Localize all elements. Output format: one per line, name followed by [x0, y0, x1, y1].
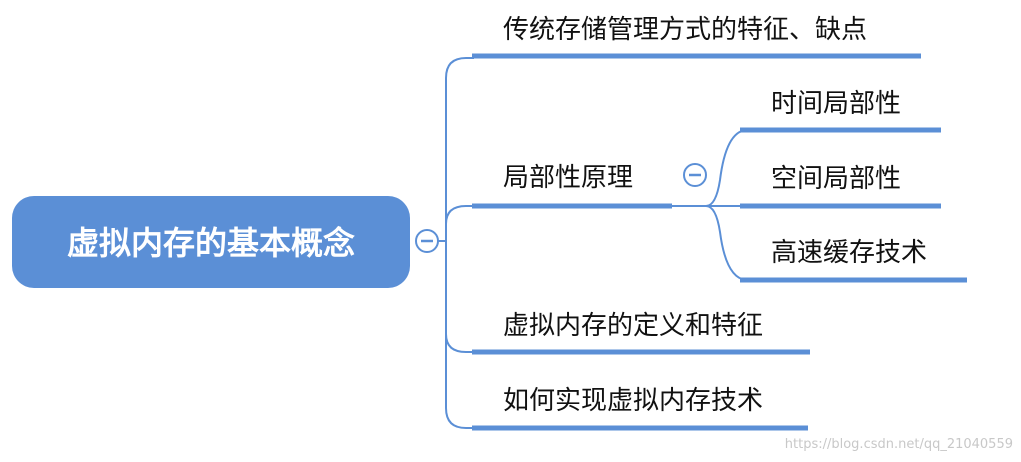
connector-branch-3 [445, 241, 474, 353]
sub-branch-label-temporal-locality: 时间局部性 [771, 89, 901, 119]
branch-label-locality-principle: 局部性原理 [503, 163, 633, 193]
connector-branch-1 [445, 57, 474, 241]
root-node-box[interactable] [12, 196, 410, 288]
branch-label-virtual-memory-definition: 虚拟内存的定义和特征 [503, 311, 763, 341]
branch-node-virtual-memory-definition[interactable]: 虚拟内存的定义和特征 [472, 311, 810, 355]
branch-node-traditional-storage[interactable]: 传统存储管理方式的特征、缺点 [472, 15, 921, 59]
watermark-text: https://blog.csdn.net/qq_21040559 [785, 437, 1013, 452]
sub-branch-temporal-locality[interactable]: 时间局部性 [740, 89, 941, 133]
sub-branch-spatial-locality[interactable]: 空间局部性 [740, 164, 941, 209]
connector-branch-2 [445, 205, 474, 241]
branch-node-locality-principle[interactable]: 局部性原理 [472, 163, 672, 209]
branch-node-implement-virtual-memory[interactable]: 如何实现虚拟内存技术 [472, 386, 808, 431]
sub-branch-label-cache-technology: 高速缓存技术 [771, 238, 927, 268]
sub-branch-cache-technology[interactable]: 高速缓存技术 [740, 238, 967, 283]
root-collapse-button[interactable] [415, 229, 439, 253]
connector-sub-branch-3 [705, 205, 747, 281]
branch-label-implement-virtual-memory: 如何实现虚拟内存技术 [503, 386, 763, 416]
locality-collapse-button[interactable] [683, 163, 707, 187]
root-node[interactable]: 虚拟内存的基本概念 [12, 196, 410, 288]
connector-sub-branch-1 [672, 129, 747, 207]
branch-label-traditional-storage: 传统存储管理方式的特征、缺点 [503, 15, 867, 45]
root-node-label: 虚拟内存的基本概念 [67, 224, 355, 262]
connector-branch-4 [445, 241, 474, 429]
sub-branch-label-spatial-locality: 空间局部性 [771, 164, 901, 194]
